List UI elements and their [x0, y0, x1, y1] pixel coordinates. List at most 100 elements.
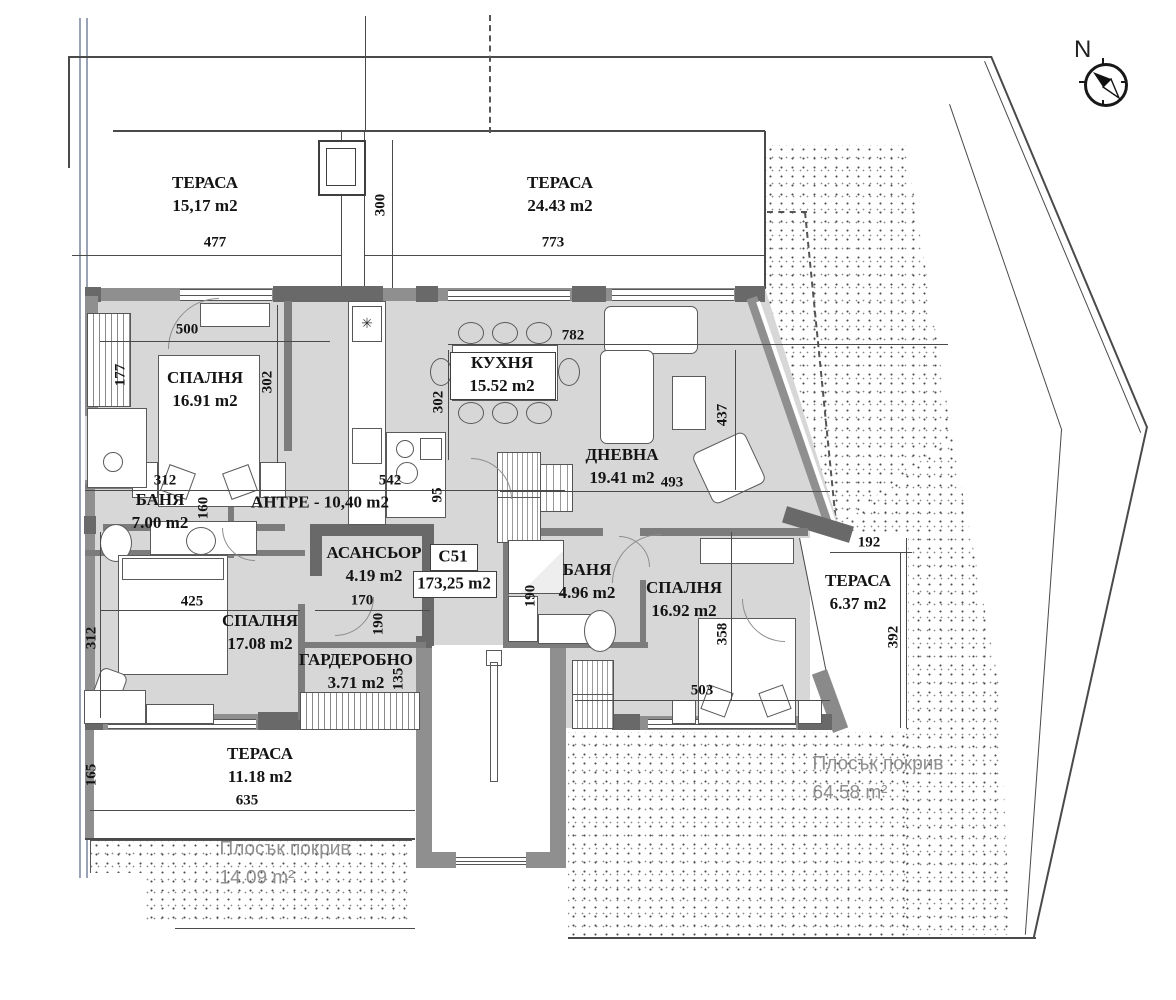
dim-177: 177 — [112, 363, 129, 387]
wall-elevator-top — [310, 524, 434, 536]
pillow-bedroom3 — [122, 558, 224, 580]
dim-line-358 — [731, 532, 732, 700]
dim-line-312b — [100, 532, 101, 718]
dim-line-192 — [830, 552, 912, 553]
terrace-divider-1 — [341, 131, 342, 288]
dim-line-503 — [575, 700, 830, 701]
dim-477: 477 — [203, 234, 227, 251]
dim-line-312a — [85, 490, 231, 491]
chair-6 — [526, 402, 552, 424]
wall-bedroom1-right-a — [284, 301, 292, 451]
hall-closet-2 — [497, 497, 541, 543]
stair-duct-head — [486, 650, 502, 666]
dim-line-542 — [231, 490, 565, 491]
terrace3-area: 6.37 m2 — [829, 594, 887, 613]
closet-bedroom2-1 — [572, 660, 614, 695]
shower-bath2 — [508, 540, 564, 594]
chair-1 — [458, 322, 484, 344]
chimney-stem — [365, 16, 366, 131]
label-elevator: АСАНСЬОР 4.19 m2 — [326, 542, 421, 588]
unit-id: C51 — [438, 546, 468, 566]
toilet-bath2 — [584, 610, 616, 652]
dim-170: 170 — [350, 592, 374, 609]
wall-bedroom3-right — [298, 604, 305, 720]
dim-192: 192 — [857, 534, 881, 551]
label-wardrobe: ГАРДЕРОБНО 3.71 m2 — [299, 649, 413, 695]
roof2-area: 64.58 m² — [812, 782, 888, 803]
compass-tick-n — [1102, 58, 1104, 64]
dim-line-500 — [100, 341, 330, 342]
wall-left-terrace4 — [85, 728, 94, 840]
wall-bedroom1-bottom-b — [240, 524, 285, 531]
dim-300: 300 — [372, 193, 389, 217]
label-terrace1: ТЕРАСА 15,17 m2 — [172, 172, 238, 218]
chair-2 — [492, 322, 518, 344]
dim-165: 165 — [83, 763, 100, 787]
stove-icon: ✳ — [352, 306, 382, 342]
wall-stair-left — [416, 638, 432, 868]
kitchen-counter — [348, 301, 386, 525]
wall-elevator-left-stub — [310, 524, 322, 576]
dim-160: 160 — [195, 496, 212, 520]
terrace-divider-2 — [364, 131, 365, 288]
label-bath1: БАНЯ 7.00 m2 — [132, 489, 189, 535]
wall-stair-bottom-r — [526, 852, 566, 868]
wardrobe-name: ГАРДЕРОБНО — [298, 650, 414, 670]
terrace3-name: ТЕРАСА — [824, 571, 892, 591]
label-terrace4: ТЕРАСА 11.18 m2 — [227, 743, 293, 789]
oven-knob-1 — [396, 440, 414, 458]
window-bedroom1 — [180, 289, 272, 301]
dim-line-302a — [277, 305, 278, 463]
roof-bottom-left-outline — [175, 928, 415, 929]
elevator-name: АСАНСЬОР — [326, 543, 422, 563]
dim-95: 95 — [429, 487, 446, 503]
compass-tick-s — [1102, 100, 1104, 106]
dim-line-300 — [392, 140, 393, 288]
label-bath2: БАНЯ 4.96 m2 — [559, 559, 616, 605]
dim-302b: 302 — [430, 390, 447, 414]
compass-needle — [1093, 72, 1121, 100]
dim-503: 503 — [690, 682, 714, 699]
shower-drain — [103, 452, 123, 472]
wall-bath2-left — [503, 536, 509, 648]
wall-left-2 — [85, 480, 95, 728]
stairwell-floor — [432, 645, 552, 857]
label-bedroom1: СПАЛНЯ 16.91 m2 — [167, 367, 243, 413]
dim-392: 392 — [885, 625, 902, 649]
bedroom2-name: СПАЛНЯ — [646, 578, 722, 598]
section-dash-line — [489, 15, 491, 133]
dim-line-773 — [365, 255, 765, 256]
wall-b2-pier-1 — [612, 714, 640, 730]
wall-bl-pier-2 — [258, 712, 304, 730]
bedroom1-name: СПАЛНЯ — [167, 368, 243, 388]
kitchen-cab — [420, 438, 442, 460]
dim-635: 635 — [235, 792, 259, 809]
compass-tick-w — [1079, 81, 1085, 83]
dim-542: 542 — [378, 472, 402, 489]
terrace2-area: 24.43 m2 — [527, 196, 593, 215]
terrace4-area: 11.18 m2 — [227, 767, 293, 786]
kitchen-label-box — [450, 352, 556, 400]
terrace4-name: ТЕРАСА — [226, 744, 294, 764]
outline-right-slant-2 — [984, 61, 1142, 433]
bedroom3-name: СПАЛНЯ — [222, 611, 298, 631]
wall-bedroom2-top-b — [640, 528, 808, 536]
bedroom3-area: 17.08 m2 — [227, 634, 293, 653]
terrace1-area: 15,17 m2 — [172, 196, 238, 215]
label-bedroom3: СПАЛНЯ 17.08 m2 — [222, 610, 298, 656]
label-terrace2: ТЕРАСА 24.43 m2 — [527, 172, 593, 218]
bed-bedroom1 — [158, 355, 260, 507]
outline-left-1 — [79, 18, 81, 878]
dim-312a: 312 — [153, 472, 177, 489]
wall-top-pier-3 — [416, 286, 438, 302]
dim-302a: 302 — [259, 370, 276, 394]
terrace1-name: ТЕРАСА — [171, 173, 239, 193]
dim-190a: 190 — [370, 612, 387, 636]
living-name: ДНЕВНА — [585, 445, 659, 465]
oven-knob-2 — [396, 462, 418, 484]
outline-right-slant-4 — [1024, 429, 1062, 935]
label-roof1: Плосък покрив 14.09 m² — [220, 836, 351, 893]
outline-top-inner — [113, 130, 765, 132]
wall-bedroom2-top-a — [503, 528, 603, 536]
